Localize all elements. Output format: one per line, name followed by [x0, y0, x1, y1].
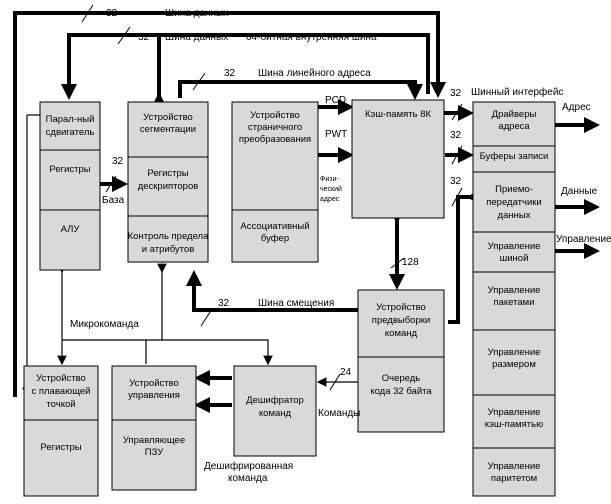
pwt-label: PWT — [325, 129, 347, 140]
width-32-top: 32 — [106, 8, 118, 19]
width-32-base: 32 — [112, 156, 124, 167]
microcommand-label: Микрокоманда — [70, 319, 139, 330]
size-control-label: Управление — [488, 347, 541, 358]
segmentation-label: Устройство — [143, 112, 193, 123]
pcd-label: PCD — [325, 95, 346, 106]
cache-control-label: Управление — [488, 407, 541, 418]
parity-control-label: Управление — [488, 461, 541, 472]
base-label: База — [102, 195, 125, 206]
rom-label: Управляющее — [123, 435, 185, 446]
segmentation-label-2: сегментации — [140, 124, 196, 135]
paging-label-2: страничного — [248, 122, 302, 133]
write-buffers-label: Буферы записи — [480, 151, 549, 162]
prefetch-label: Устройство — [376, 302, 426, 313]
paging-label-3: преобразования — [239, 134, 311, 145]
decoded-command-label-2: команда — [228, 473, 268, 484]
segmentation-block: Устройство сегментации Регистры дескрипт… — [127, 101, 209, 263]
data-external-label: Данные — [561, 186, 598, 197]
decoder-label: Дешифратор — [246, 395, 304, 406]
cache-control-label-2: кэш-памятью — [485, 419, 543, 430]
displacement-bus-label: Шина смещения — [258, 298, 334, 309]
width-32-cache-bus: 32 — [450, 88, 462, 99]
cache-block: Кэш-память 8К — [351, 99, 445, 219]
fpu-registers-label: Регистры — [40, 442, 81, 453]
descriptors-label-2: дескрипторов — [138, 181, 199, 192]
shifter-alu-block: Парал-ный сдвигатель Регистры АЛУ — [39, 101, 101, 271]
width-32-linear: 32 — [224, 68, 236, 79]
control-unit-label: Устройство — [129, 378, 179, 389]
data-bus-down-to-fpu — [13, 13, 40, 398]
limit-label-2: и атрибутов — [142, 244, 195, 255]
physical-address-label-3: адрес — [320, 196, 340, 203]
control-external-label: Управление — [556, 234, 611, 245]
width-32-displacement: 32 — [218, 298, 230, 309]
decoded-command-label: Дешифрированная — [204, 460, 293, 472]
fpu-block: Устройство с плавающей точкой Регистры — [23, 365, 99, 497]
commands-label: Команды — [318, 408, 360, 419]
shifter-label-2: сдвигатель — [46, 127, 95, 138]
parity-control-label-2: паритетом — [491, 473, 537, 484]
descriptors-label: Регистры — [147, 168, 188, 179]
physical-address-label-2: ческий — [320, 185, 342, 193]
width-32-write-buf: 32 — [450, 130, 462, 141]
address-external-label: Адрес — [562, 102, 591, 113]
tlb-label: Ассоциативный — [240, 221, 309, 232]
registers-label: Регистры — [49, 164, 90, 175]
prefetch-block: Устройство предвыборки команд Очередь ко… — [357, 289, 445, 433]
bus-interface-label: Шинный интерфейс — [471, 86, 563, 98]
width-24: 24 — [340, 367, 352, 378]
tlb-label-2: буфер — [261, 233, 289, 244]
width-32-second: 32 — [138, 32, 150, 43]
fpu-label-2: с плавающей — [31, 386, 90, 397]
prefetch-label-2: предвыборки — [372, 315, 430, 326]
alu-label: АЛУ — [61, 224, 81, 235]
control-unit-label-2: управления — [128, 390, 180, 401]
control-unit-block: Устройство управления Управляющее ПЗУ — [111, 365, 197, 491]
address-drivers-label-2: адреса — [498, 121, 530, 132]
transceivers-label-3: данных — [498, 210, 531, 221]
data-bus-second — [61, 33, 430, 100]
paging-block: Устройство страничного преобразования Ас… — [231, 101, 319, 263]
width-128: 128 — [402, 257, 419, 268]
transceivers-label: Приемо- — [495, 184, 533, 195]
decoder-label-2: команд — [259, 408, 292, 419]
internal-64-bus-label: 64-битная внутренняя шина — [246, 31, 377, 43]
data-bus-second-label: Шина данных — [165, 32, 228, 43]
linear-address-bus-label: Шина линейного адреса — [258, 68, 371, 79]
prefetch-label-3: команд — [385, 328, 418, 339]
size-control-label-2: размером — [492, 359, 536, 370]
transceivers-label-2: передатчики — [486, 197, 541, 208]
fpu-label-3: точкой — [46, 399, 75, 410]
limit-label: Контроль предела — [128, 231, 209, 242]
rom-label-2: ПЗУ — [145, 447, 164, 458]
physical-address-label: Физи- — [320, 176, 339, 183]
decoder-block: Дешифратор команд — [233, 365, 317, 457]
cache-label: Кэш-память 8К — [365, 109, 431, 120]
width-32-transceivers: 32 — [450, 176, 462, 187]
shifter-label: Парал-ный — [46, 114, 95, 125]
linear-address-bus — [178, 80, 423, 100]
bus-interface-block: Драйверы адреса Буферы записи Приемо- пе… — [472, 101, 556, 497]
packet-control-label: Управление — [488, 285, 541, 296]
address-drivers-label: Драйверы — [492, 109, 537, 120]
bus-control-label: Управление — [488, 241, 541, 252]
bus-control-label-2: шиной — [500, 253, 529, 264]
queue-label: Очередь — [382, 373, 421, 384]
packet-control-label-2: пакетами — [493, 297, 534, 308]
data-bus-top-label: Шина данных — [165, 8, 228, 19]
queue-label-2: кода 32 байта — [370, 386, 432, 397]
paging-label: Устройство — [250, 110, 300, 121]
fpu-label: Устройство — [36, 373, 86, 384]
